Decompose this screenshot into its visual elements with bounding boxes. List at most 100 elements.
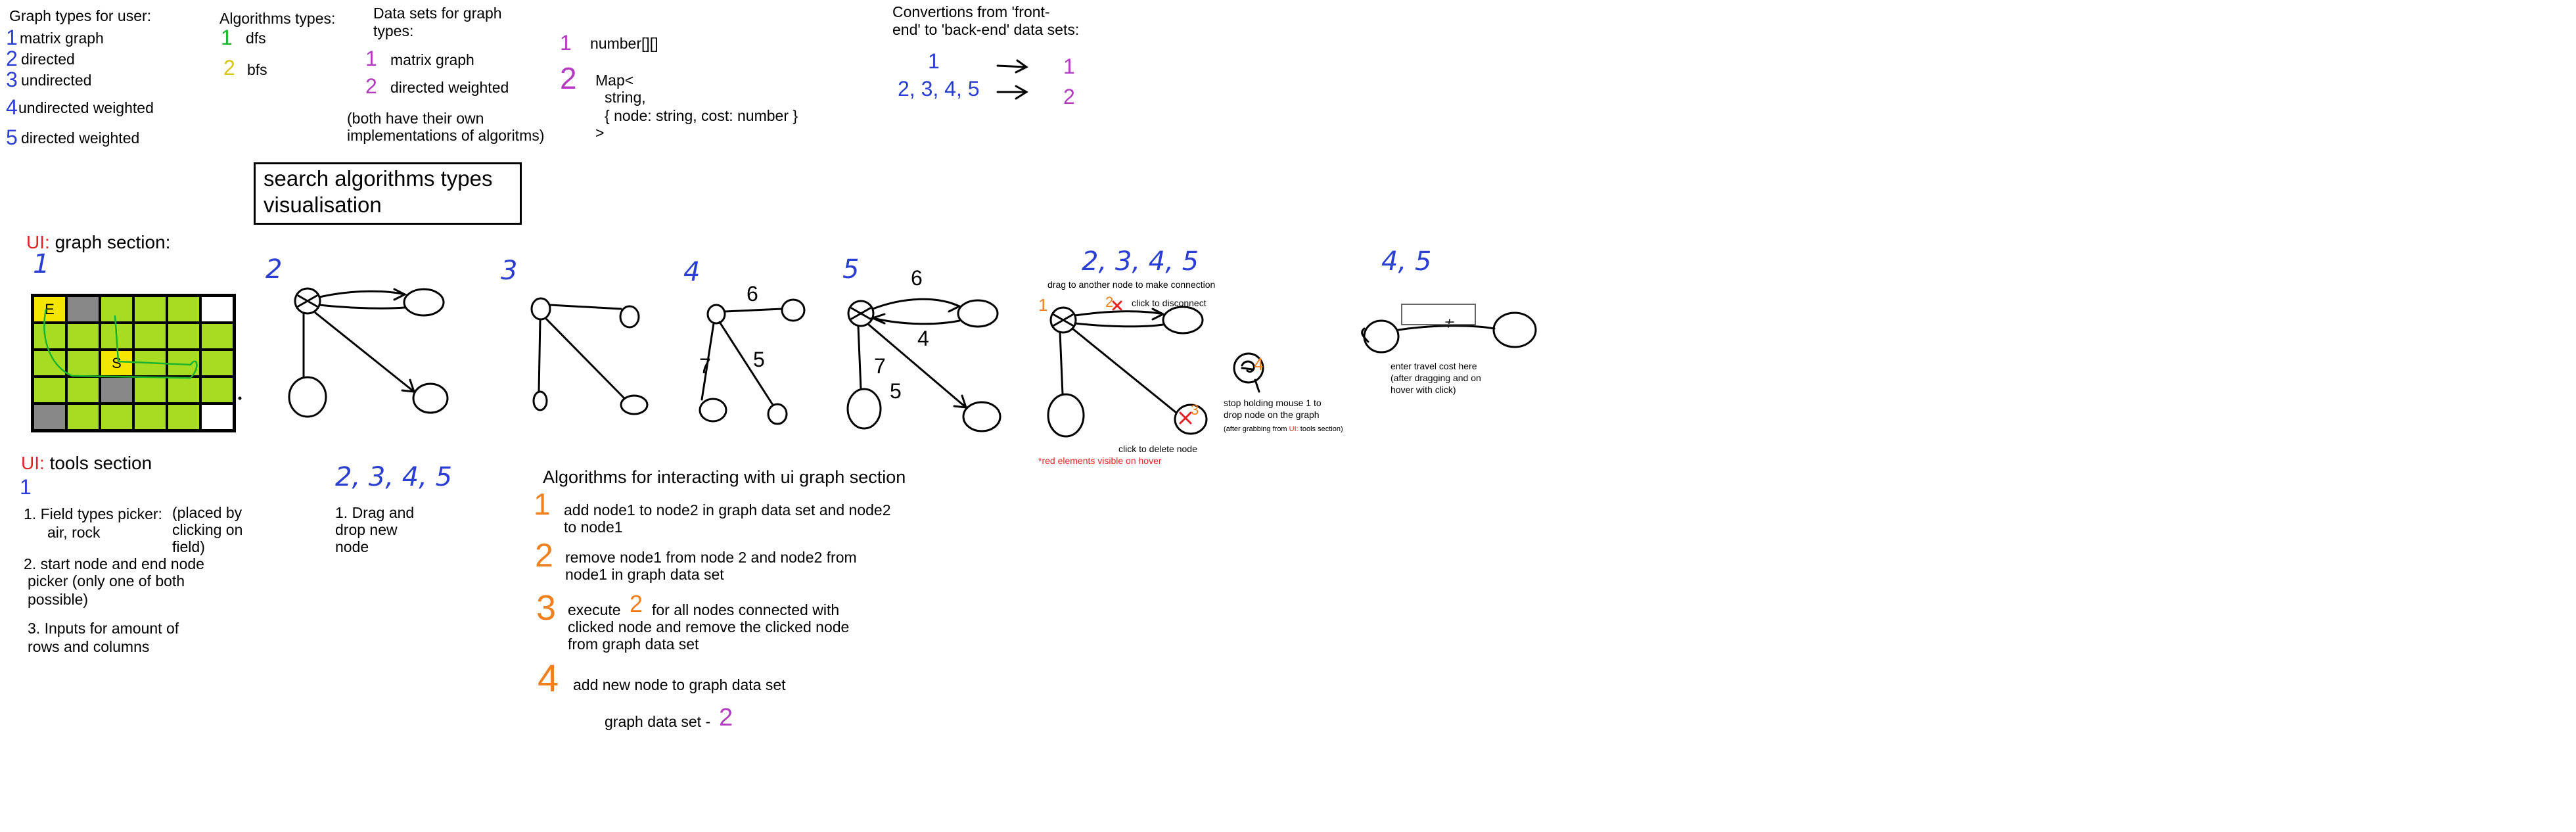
tools-item-3-line1: 3. Inputs for amount of <box>28 620 179 637</box>
grid-cell[interactable] <box>167 377 200 404</box>
travel-cost-note-1: enter travel cost here <box>1391 361 1477 371</box>
tools-section-label: tools section <box>49 453 152 473</box>
grid-cell[interactable] <box>200 323 234 350</box>
graph5-weight-mid1: 4 <box>917 327 929 350</box>
grid-cell[interactable] <box>66 323 100 350</box>
graph-section-num-3: 3 <box>501 256 518 286</box>
grid-cell[interactable] <box>66 377 100 404</box>
grid-cell[interactable] <box>167 323 200 350</box>
hover-marker-2: 2 <box>1105 294 1114 310</box>
algorithm-label-2: bfs <box>247 61 267 78</box>
graph-travel-cost-demo <box>1361 312 1537 354</box>
ui-tools-section-heading: UI: tools section <box>21 452 152 474</box>
ui-word: UI: <box>21 453 45 473</box>
graph-3-undirected <box>530 297 649 415</box>
grid-cell[interactable] <box>133 377 167 404</box>
ui-word: UI: <box>26 232 50 252</box>
algorithm-num-2: 2 <box>223 56 235 80</box>
graph5-weight-mid2: 5 <box>890 379 902 403</box>
algorithm-label-1: dfs <box>246 30 266 47</box>
grid-cell[interactable] <box>100 296 133 323</box>
conversions-heading-2: end' to 'back-end' data sets: <box>892 21 1080 38</box>
graph-section-num-5: 5 <box>842 254 860 285</box>
grid-cell-end[interactable]: E <box>33 296 66 323</box>
stop-holding-note-2: drop node on the graph <box>1224 409 1320 420</box>
grid-cell[interactable] <box>100 377 133 404</box>
interaction-3-line3: from graph data set <box>568 636 699 653</box>
algorithm-num-1: 1 <box>221 26 233 49</box>
grid-cell[interactable] <box>66 296 100 323</box>
grid-cell[interactable] <box>200 296 234 323</box>
graph-section-num-combo: 2, 3, 4, 5 <box>1082 246 1199 277</box>
graph-type-label-3: undirected <box>21 72 92 89</box>
graph-hover-demo <box>1047 306 1264 438</box>
graph-section-num-weighted: 4, 5 <box>1381 246 1432 277</box>
grab-note-ui: UI: <box>1289 425 1299 433</box>
click-delete-note: click to delete node <box>1118 444 1197 454</box>
data-set-label-2: directed weighted <box>390 79 509 96</box>
grid-cell[interactable] <box>167 404 200 430</box>
grab-note: (after grabbing from UI: tools section) <box>1224 425 1343 434</box>
grid-cell[interactable] <box>133 323 167 350</box>
travel-cost-note-3: hover with click) <box>1391 384 1456 395</box>
graph-data-set-label: graph data set - <box>605 713 711 730</box>
interaction-2-line2: node1 in graph data set <box>565 566 724 583</box>
grid-cell[interactable] <box>200 377 234 404</box>
travel-cost-input[interactable] <box>1401 304 1476 325</box>
grid-cell[interactable] <box>100 404 133 430</box>
grid-cell[interactable] <box>200 350 234 377</box>
tools-item-1-line2: air, rock <box>47 524 101 541</box>
tools-item-2-line2: picker (only one of both <box>28 572 185 589</box>
data-sets-note-2: implementations of algoritms) <box>347 127 545 144</box>
interaction-num-1: 1 <box>534 487 551 521</box>
grab-note-pre: (after grabbing from <box>1224 425 1287 433</box>
grid-cell[interactable] <box>167 296 200 323</box>
conversion-from-1: 1 <box>928 49 940 73</box>
conversion-to-2: 2 <box>1063 85 1075 108</box>
grid-cell[interactable] <box>133 404 167 430</box>
graph-type-label-4: undirected weighted <box>18 99 154 116</box>
interaction-algorithms-heading: Algorithms for interacting with ui graph… <box>543 467 906 487</box>
tools-placed-line1: (placed by <box>172 504 242 521</box>
matrix-graph-grid[interactable]: E S <box>31 294 236 432</box>
grid-cell[interactable] <box>200 404 234 430</box>
grid-cell[interactable] <box>33 377 66 404</box>
ui-graph-section-heading: UI: graph section: <box>26 231 170 254</box>
graph5-weight-left: 7 <box>874 354 886 378</box>
graph-4-undirected-weighted <box>699 298 806 425</box>
hover-marker-1: 1 <box>1038 295 1048 315</box>
grid-cell[interactable] <box>66 350 100 377</box>
graph-type-label-5: directed weighted <box>21 129 140 147</box>
graph-type-num-2: 2 <box>6 47 18 70</box>
tools-drag-line1: 1. Drag and <box>335 504 415 521</box>
data-type-2-line4: > <box>595 124 605 141</box>
interaction-1-line1: add node1 to node2 in graph data set and… <box>564 501 891 519</box>
interaction-num-3: 3 <box>536 588 557 628</box>
graph-5-directed-weighted <box>846 298 1001 432</box>
tools-item-2-line3: possible) <box>28 591 89 608</box>
hover-marker-3: 3 <box>1191 402 1199 418</box>
travel-cost-note-2: (after dragging and on <box>1391 373 1481 383</box>
hover-marker-4: 4 <box>1254 354 1264 374</box>
interaction-1-line2: to node1 <box>564 519 623 536</box>
grid-cell[interactable] <box>33 323 66 350</box>
tools-item-3-line2: rows and columns <box>28 638 150 655</box>
data-sets-heading-1: Data sets for graph <box>373 5 502 22</box>
grid-cell[interactable] <box>33 404 66 430</box>
graph-2-directed <box>288 287 449 418</box>
graph-type-label-2: directed <box>21 51 75 68</box>
conversion-from-2: 2, 3, 4, 5 <box>898 77 980 101</box>
interaction-num-2: 2 <box>535 537 553 574</box>
drag-connect-note: drag to another node to make connection <box>1047 279 1216 290</box>
grid-cell[interactable] <box>66 404 100 430</box>
algorithms-heading: Algorithms types: <box>219 10 336 27</box>
interaction-2-line1: remove node1 from node 2 and node2 from <box>565 549 857 566</box>
page-title-line-2: visualisation <box>264 193 382 217</box>
grid-cell[interactable] <box>133 296 167 323</box>
conversions-heading-1: Convertions from 'front- <box>892 3 1050 20</box>
data-type-1: number[][] <box>590 35 658 52</box>
graph-type-label-1: matrix graph <box>20 30 104 47</box>
